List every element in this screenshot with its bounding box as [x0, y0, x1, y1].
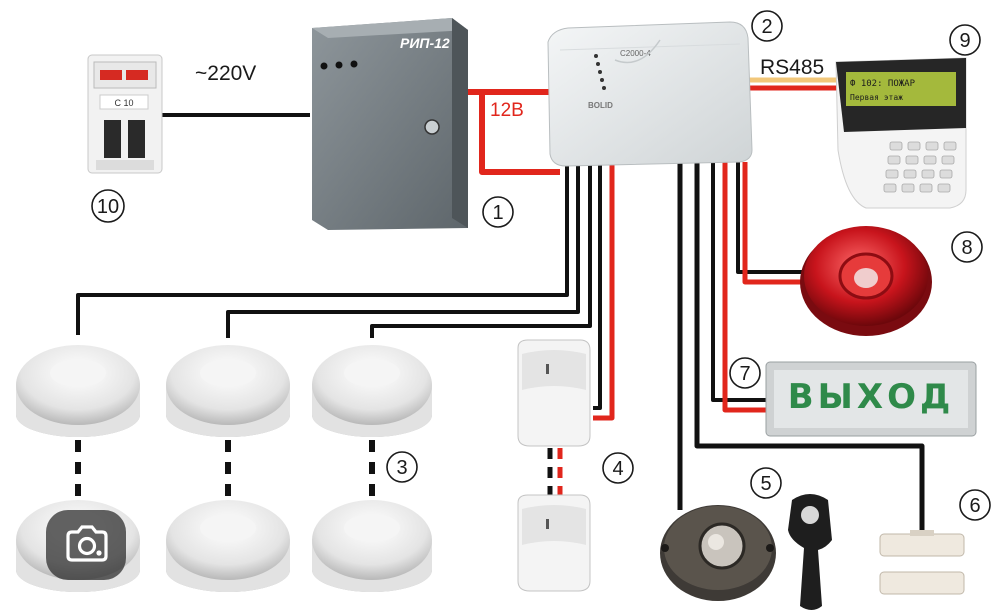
- rs485-label: RS485: [760, 56, 824, 79]
- callout-8: 8: [961, 237, 972, 259]
- callout-10: 10: [97, 196, 119, 218]
- motion-wire-black: [593, 165, 602, 410]
- magnetic-contact: [879, 530, 965, 595]
- lens-camera-icon: [66, 525, 108, 562]
- keypad-line2: Первая этаж: [850, 93, 903, 102]
- touch-memory-key: [788, 494, 832, 610]
- keypad-s2000: Ф 102: ПОЖАР Первая этаж: [835, 57, 967, 209]
- wires: [75, 77, 925, 532]
- smoke-detectors: [16, 345, 432, 592]
- motion-sensors: [517, 339, 591, 592]
- motion-wire-red: [593, 165, 615, 421]
- detector-wire-1: [76, 165, 569, 335]
- power-supply-rip12: РИП-12: [312, 18, 468, 230]
- breaker-rating: C 10: [114, 98, 133, 108]
- motion-sensor: [517, 494, 591, 592]
- smoke-detector: [312, 500, 432, 592]
- detector-wire-2: [226, 165, 580, 338]
- circuit-breaker: C 10: [87, 54, 163, 174]
- siren-strobe: [800, 226, 932, 336]
- callout-numbers: [91, 10, 991, 521]
- callout-4: 4: [612, 458, 623, 480]
- lens-search-button[interactable]: [46, 510, 126, 580]
- mains-voltage-label: ~220V: [195, 62, 256, 85]
- exit-sign-text: ВЫХОД: [788, 377, 955, 417]
- siren-wire-red: [742, 162, 810, 285]
- detector-wire-3: [370, 165, 592, 338]
- smoke-detector: [166, 500, 290, 592]
- callout-6: 6: [969, 495, 980, 517]
- callout-3: 3: [396, 457, 407, 479]
- keypad-line1: Ф 102: ПОЖАР: [850, 79, 916, 89]
- contact-wire: [694, 162, 925, 532]
- callout-2: 2: [761, 16, 772, 38]
- exit-sign-wire-black: [711, 162, 766, 402]
- psu-name: РИП-12: [400, 35, 450, 51]
- callout-5: 5: [760, 473, 771, 495]
- touch-memory-reader: [660, 505, 776, 601]
- siren-wire-black: [736, 162, 810, 274]
- controller-s2000-4: С2000-4 BOLID: [547, 21, 753, 167]
- controller-model: С2000-4: [620, 49, 651, 58]
- exit-sign-wire-red: [722, 162, 766, 413]
- callout-1: 1: [492, 202, 503, 224]
- smoke-detector: [166, 345, 290, 437]
- smoke-detector: [312, 345, 432, 437]
- smoke-detector: [16, 345, 140, 437]
- callout-9: 9: [959, 30, 970, 52]
- exit-sign: ВЫХОД: [765, 361, 977, 437]
- power-wire-12v-lower: [468, 89, 560, 175]
- controller-brand: BOLID: [588, 101, 613, 110]
- callout-7: 7: [739, 363, 750, 385]
- motion-sensor: [517, 339, 591, 447]
- supply-voltage-label: 12В: [490, 100, 524, 121]
